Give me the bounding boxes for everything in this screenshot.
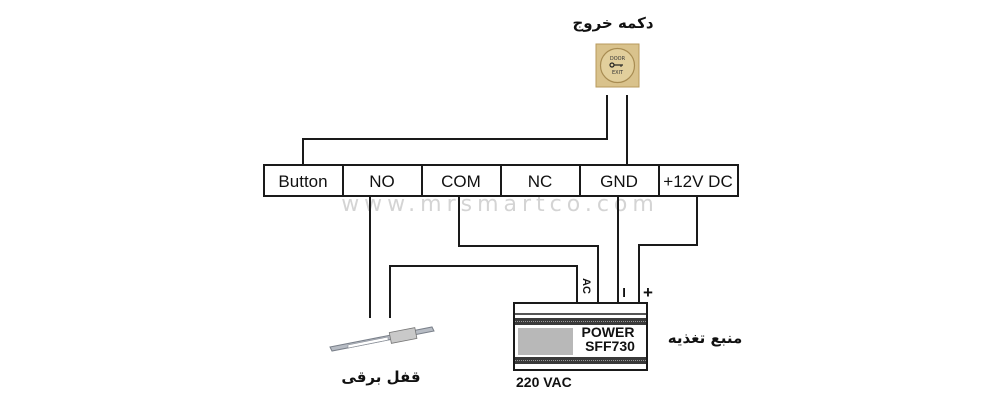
power-supply-input: 220 VAC [516, 374, 572, 390]
wire-com-to-ac [458, 196, 599, 303]
pin-ac-label: AC [580, 278, 592, 294]
wire-12v-to-plus [638, 196, 698, 303]
terminal-nc: NC [528, 172, 553, 191]
vent-panel [518, 328, 573, 355]
pin-plus-label: + [643, 283, 653, 302]
wire-lock-to-ac [389, 265, 578, 318]
exit-button-exit-text: EXIT [612, 70, 624, 76]
wires [302, 95, 698, 318]
power-supply-label: منبع تغذیه [668, 329, 743, 347]
terminal-block: Button NO COM NC GND +12V DC [263, 164, 739, 197]
exit-button: دکمه خروج DOOR EXIT [572, 14, 654, 88]
wire-exit-to-button [302, 95, 608, 165]
electric-lock: قفل برقی [329, 326, 435, 386]
power-supply-model: SFF730 [585, 338, 635, 354]
power-supply: AC I + POWER SFF730 220 VAC منبع تغذیه [513, 278, 743, 390]
pin-minus-label: I [622, 285, 626, 300]
vent-strip-bottom [515, 357, 646, 364]
exit-button-door-text: DOOR [610, 56, 626, 62]
lock-body [388, 327, 418, 344]
terminal-com: COM [441, 172, 481, 191]
exit-button-label: دکمه خروج [572, 14, 653, 32]
terminal-no: NO [369, 172, 395, 191]
terminal-12v-dc: +12V DC [663, 172, 732, 191]
key-icon [609, 62, 623, 68]
terminal-button: Button [278, 172, 327, 191]
terminal-gnd: GND [600, 172, 638, 191]
electric-lock-label: قفل برقی [341, 368, 420, 386]
vent-strip-top [515, 318, 646, 325]
power-supply-line1: POWER [582, 324, 635, 340]
